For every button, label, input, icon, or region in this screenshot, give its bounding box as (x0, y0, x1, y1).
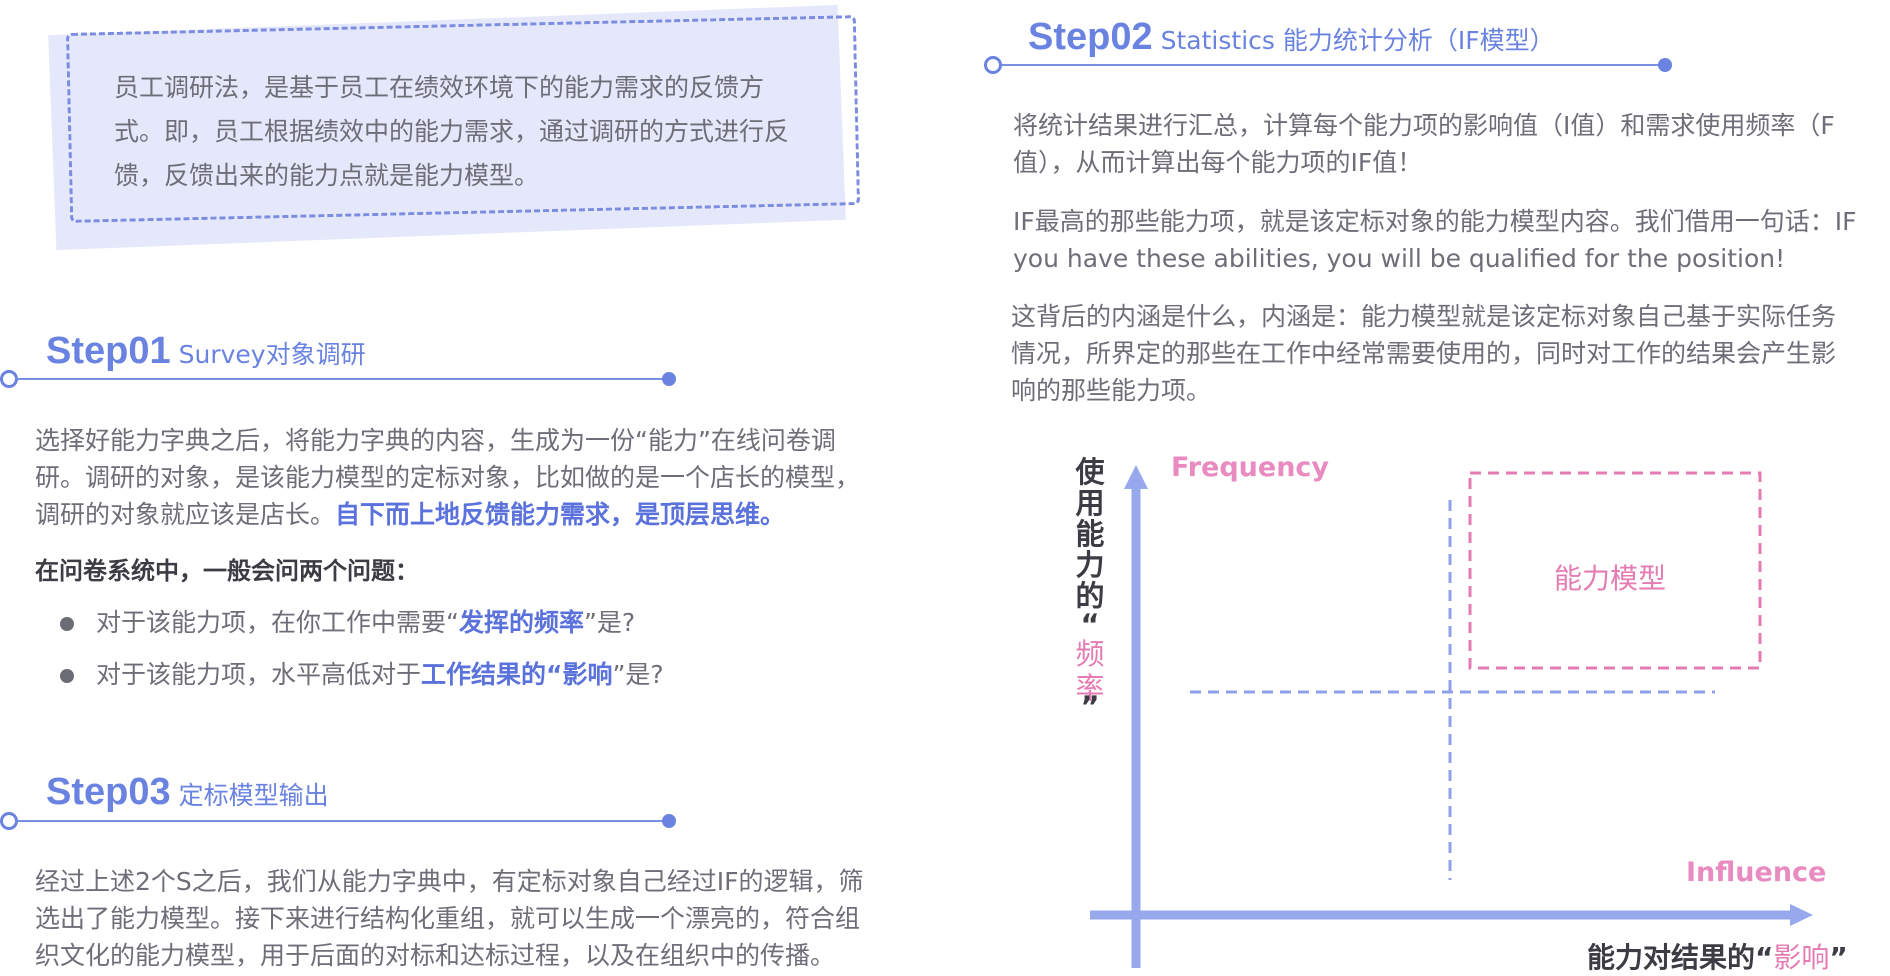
step02-line: you have these abilities, you will be qu… (1013, 244, 1786, 273)
y-label-char: 使 (1075, 455, 1105, 489)
step01-underline (18, 378, 668, 380)
step01-subtitle: Survey对象调研 (178, 340, 366, 369)
influence-label: Influence (1686, 857, 1827, 888)
intro-line: 馈，反馈出来的能力点就是能力模型。 (114, 161, 540, 190)
step01-line3-text: 调研的对象就应该是店长。 (35, 500, 336, 529)
step01-paragraph: 选择好能力字典之后，将能力字典的内容，生成为一份“能力”在线问卷调 研。调研的对… (35, 422, 915, 533)
y-axis-arrow-icon (1124, 465, 1148, 489)
step02-paragraph-1: 将统计结果进行汇总，计算每个能力项的影响值（I值）和需求使用频率（F 值），从而… (1013, 107, 1890, 181)
x-label-pink: 影响 (1773, 941, 1830, 974)
bullet-item-influence: 对于该能力项，水平高低对于工作结果的“影响”是? (60, 655, 664, 691)
step01-end-dot (662, 372, 676, 386)
y-label-char: “ (1080, 608, 1100, 642)
step03-underline (18, 820, 668, 822)
step02-end-dot (1658, 58, 1672, 72)
y-label-char: 能 (1075, 517, 1105, 551)
step02-underline (1002, 64, 1662, 66)
step03-number: Step03 (46, 771, 171, 813)
y-label-char: ” (1080, 690, 1100, 724)
step03-end-dot (662, 814, 676, 828)
bullet-dot-icon (60, 669, 74, 683)
intro-card-text: 员工调研法，是基于员工在绩效环境下的能力需求的反馈方 式。即，员工根据绩效中的能… (114, 66, 834, 198)
x-label-close: ” (1829, 941, 1848, 974)
intro-line: 员工调研法，是基于员工在绩效环境下的能力需求的反馈方 (114, 73, 765, 102)
bullet-text-end: ”是? (583, 608, 636, 637)
step03-line: 织文化的能力模型，用于后面的对标和达标过程，以及在组织中的传播。 (35, 941, 836, 970)
step02-line: IF最高的那些能力项，就是该定标对象的能力模型内容。我们借用一句话：IF (1013, 207, 1857, 236)
bullet-highlight: 发挥的频率 (458, 608, 584, 637)
step01-line: 选择好能力字典之后，将能力字典的内容，生成为一份“能力”在线问卷调 (35, 426, 836, 455)
step02-subtitle: Statistics 能力统计分析（IF模型） (1160, 26, 1555, 55)
if-model-diagram (1090, 465, 1813, 968)
y-label-char: 的 (1075, 579, 1105, 613)
y-label-char: 用 (1075, 486, 1105, 520)
step02-paragraph-2: IF最高的那些能力项，就是该定标对象的能力模型内容。我们借用一句话：IF you… (1013, 203, 1890, 277)
x-axis-arrow-icon (1790, 904, 1813, 926)
step03-subtitle: 定标模型输出 (178, 781, 329, 810)
step01-number: Step01 (46, 330, 171, 372)
step03-line: 经过上述2个S之后，我们从能力字典中，有定标对象自己经过IF的逻辑，筛 (35, 867, 864, 896)
bullet-text: 对于该能力项，水平高低对于 (96, 660, 422, 689)
bullet-text-end: ”是? (612, 660, 664, 689)
ability-model-label: 能力模型 (1554, 562, 1667, 595)
step01-line: 研。调研的对象，是该能力模型的定标对象，比如做的是一个店长的模型， (35, 463, 861, 492)
step02-line: 响的那些能力项。 (1011, 376, 1212, 405)
question-heading: 在问卷系统中，一般会问两个问题： (35, 557, 419, 585)
bullet-text: 对于该能力项，在你工作中需要“ (96, 608, 459, 637)
step03-paragraph: 经过上述2个S之后，我们从能力字典中，有定标对象自己经过IF的逻辑，筛 选出了能… (35, 863, 915, 974)
step02-paragraph-3: 这背后的内涵是什么，内涵是：能力模型就是该定标对象自己基于实际任务 情况，所界定… (1011, 298, 1890, 409)
step02-line: 将统计结果进行汇总，计算每个能力项的影响值（I值）和需求使用频率（F (1013, 111, 1835, 140)
step02-line: 值），从而计算出每个能力项的IF值！ (1013, 148, 1423, 177)
ability-model-box (1468, 471, 1762, 670)
step03-line: 选出了能力模型。接下来进行结构化重组，就可以生成一个漂亮的，符合组 (35, 904, 861, 933)
step03-start-circle (0, 812, 18, 830)
bullet-item-frequency: 对于该能力项，在你工作中需要“发挥的频率”是? (60, 603, 635, 639)
y-label-char-pink: 率 (1075, 671, 1105, 705)
x-axis-label: 能力对结果的“影响” (1587, 936, 1848, 976)
step01-start-circle (0, 370, 18, 388)
step02-start-circle (984, 56, 1002, 74)
x-label-text: 能力对结果的“ (1587, 941, 1774, 974)
step02-line: 这背后的内涵是什么，内涵是：能力模型就是该定标对象自己基于实际任务 (1011, 302, 1837, 331)
y-label-char-pink: 频 (1075, 637, 1105, 671)
step02-line: 情况，所界定的那些在工作中经常需要使用的，同时对工作的结果会产生影 (1011, 339, 1837, 368)
bullet-dot-icon (60, 617, 74, 631)
y-label-char: 力 (1075, 548, 1105, 582)
bullet-highlight: 工作结果的“影响 (421, 660, 613, 689)
step01-highlight: 自下而上地反馈能力需求，是顶层思维。 (335, 500, 786, 529)
frequency-label: Frequency (1171, 452, 1330, 483)
step01-line: 调研的对象就应该是店长。自下而上地反馈能力需求，是顶层思维。 (35, 496, 915, 533)
step02-number: Step02 (1028, 16, 1153, 58)
intro-line: 式。即，员工根据绩效中的能力需求，通过调研的方式进行反 (114, 117, 790, 146)
